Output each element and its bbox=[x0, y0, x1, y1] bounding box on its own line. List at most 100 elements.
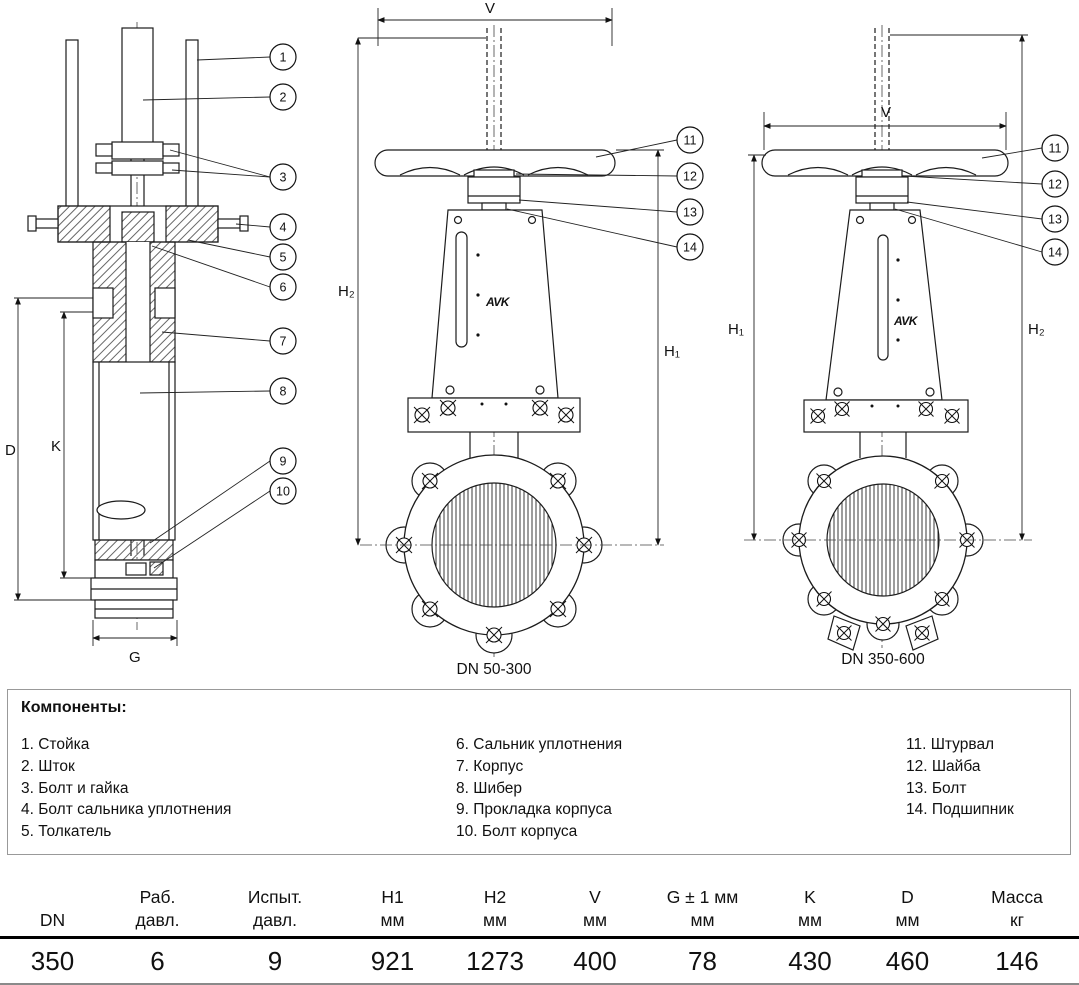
spec-value-k: 430 bbox=[788, 946, 832, 976]
components-panel: Компоненты: 1. Стойка 2. Шток 3. Болт и … bbox=[7, 689, 1071, 855]
component-item: 1. Стойка bbox=[21, 736, 90, 753]
header-cell-d: D мм bbox=[860, 858, 955, 932]
spec-table: DN Раб. давл. Испыт. давл. H1 мм H2 мм V… bbox=[0, 858, 1079, 985]
header-line: мм bbox=[582, 910, 608, 930]
components-column-2: 6. Сальник уплотнения 7. Корпус 8. Шибер… bbox=[456, 734, 622, 843]
front-view-dn350-600-drawing: AVK V H₁ H₂ 11 12 bbox=[728, 25, 1069, 668]
dim-label-h1-m: H₁ bbox=[664, 343, 680, 360]
component-item: 12. Шайба bbox=[906, 757, 981, 775]
header-line: K bbox=[804, 887, 816, 907]
header-line: мм bbox=[380, 910, 405, 930]
svg-text:14: 14 bbox=[683, 241, 697, 255]
header-line: G ± 1 мм bbox=[666, 887, 739, 907]
dimension-lines-right bbox=[748, 34, 1028, 541]
header-line: мм bbox=[482, 910, 508, 930]
header-cell-h1: H1 мм bbox=[340, 858, 445, 932]
spec-value-dn: 350 bbox=[30, 946, 75, 976]
callout-6: 6 bbox=[151, 245, 297, 301]
spec-value-d: 460 bbox=[885, 946, 930, 976]
header-line: H1 bbox=[381, 887, 404, 907]
table-bottom-rule bbox=[0, 983, 1079, 985]
svg-text:4: 4 bbox=[280, 221, 287, 235]
header-line: мм bbox=[690, 910, 715, 930]
svg-text:12: 12 bbox=[1048, 178, 1062, 192]
callout-11-m: 11 bbox=[595, 126, 704, 158]
header-line: Масса bbox=[991, 887, 1043, 907]
front-view-dn50-300-drawing: AVK V H₂ H₁ 11 12 bbox=[338, 0, 704, 678]
svg-text:11: 11 bbox=[1049, 142, 1062, 156]
dim-label-h1-r: H₁ bbox=[728, 321, 744, 338]
header-line: давл. bbox=[135, 910, 180, 930]
svg-text:8: 8 bbox=[280, 385, 287, 399]
spec-value-h2: 1273 bbox=[466, 946, 524, 976]
callout-2: 2 bbox=[142, 83, 297, 111]
spec-table-row: 350 6 9 921 1273 400 78 430 460 146 bbox=[0, 939, 1079, 983]
header-cell-k: K мм bbox=[760, 858, 860, 932]
svg-text:10: 10 bbox=[276, 485, 290, 499]
valve-front-geometry-m bbox=[360, 25, 664, 660]
callout-11-r: 11 bbox=[981, 134, 1069, 162]
callout-8: 8 bbox=[139, 377, 297, 405]
callout-12-m: 12 bbox=[515, 162, 704, 190]
avk-logo: AVK bbox=[485, 295, 511, 309]
header-line: Испыт. bbox=[247, 887, 303, 907]
spec-value-test-pressure: 9 bbox=[267, 946, 283, 976]
component-item: 5. Толкатель bbox=[21, 823, 112, 841]
sectional-view-drawing: D K G 1 2 3 4 bbox=[5, 22, 297, 666]
svg-text:13: 13 bbox=[683, 206, 697, 220]
svg-text:12: 12 bbox=[683, 170, 697, 184]
table-header-rule bbox=[0, 936, 1079, 939]
header-line: Раб. bbox=[139, 887, 176, 907]
header-cell-g: G ± 1 мм мм bbox=[645, 858, 760, 932]
component-item: 7. Корпус bbox=[456, 757, 524, 775]
dim-label-v-m: V bbox=[485, 0, 495, 17]
component-item: 14. Подшипник bbox=[906, 801, 1014, 819]
callout-12-r: 12 bbox=[903, 170, 1069, 198]
dimension-lines-left bbox=[14, 297, 178, 646]
header-cell-test-pressure: Испыт. давл. bbox=[210, 858, 340, 932]
header-line: V bbox=[589, 887, 601, 907]
svg-text:9: 9 bbox=[280, 455, 287, 469]
header-line: D bbox=[901, 887, 914, 907]
svg-text:6: 6 bbox=[280, 281, 287, 295]
svg-text:1: 1 bbox=[280, 51, 287, 65]
dim-label-h2-m: H₂ bbox=[338, 283, 355, 300]
svg-text:2: 2 bbox=[280, 91, 287, 105]
dim-label-v-r: V bbox=[881, 104, 891, 121]
component-item: 3. Болт и гайка bbox=[21, 779, 129, 797]
callout-7: 7 bbox=[161, 327, 297, 355]
header-line: DN bbox=[39, 910, 66, 930]
callout-1: 1 bbox=[196, 43, 297, 71]
technical-drawings: D K G 1 2 3 4 bbox=[5, 0, 1069, 678]
component-item: 6. Сальник уплотнения bbox=[456, 736, 623, 753]
callout-4: 4 bbox=[235, 213, 297, 241]
valve-section-geometry bbox=[27, 22, 249, 630]
header-cell-v: V мм bbox=[545, 858, 645, 932]
callout-10: 10 bbox=[153, 477, 297, 569]
svg-text:11: 11 bbox=[684, 134, 697, 148]
component-item: 8. Шибер bbox=[456, 779, 523, 797]
dim-label-h2-r: H₂ bbox=[1028, 321, 1045, 338]
svg-text:14: 14 bbox=[1048, 246, 1062, 260]
dn-range-label-middle: DN 50-300 bbox=[457, 661, 532, 678]
dimension-lines-middle bbox=[355, 8, 664, 546]
callout-9: 9 bbox=[149, 447, 297, 544]
spec-value-work-pressure: 6 bbox=[150, 946, 165, 976]
component-item: 2. Шток bbox=[21, 757, 75, 775]
header-cell-work-pressure: Раб. давл. bbox=[105, 858, 210, 932]
header-cell-h2: H2 мм bbox=[445, 858, 545, 932]
spec-value-v: 400 bbox=[573, 946, 617, 976]
component-item: 4. Болт сальника уплотнения bbox=[21, 801, 232, 819]
header-line: мм bbox=[797, 910, 823, 930]
header-line: мм bbox=[895, 910, 920, 930]
components-title: Компоненты: bbox=[21, 699, 127, 716]
dim-label-k: K bbox=[51, 438, 61, 455]
components-column-3: 11. Штурвал 12. Шайба 13. Болт 14. Подши… bbox=[906, 734, 1014, 821]
header-line: H2 bbox=[483, 887, 507, 907]
component-item: 9. Прокладка корпуса bbox=[456, 801, 612, 819]
spec-value-g: 78 bbox=[688, 946, 717, 976]
callout-5: 5 bbox=[187, 239, 297, 271]
svg-text:3: 3 bbox=[280, 171, 287, 185]
header-cell-mass: Масса кг bbox=[955, 858, 1079, 932]
